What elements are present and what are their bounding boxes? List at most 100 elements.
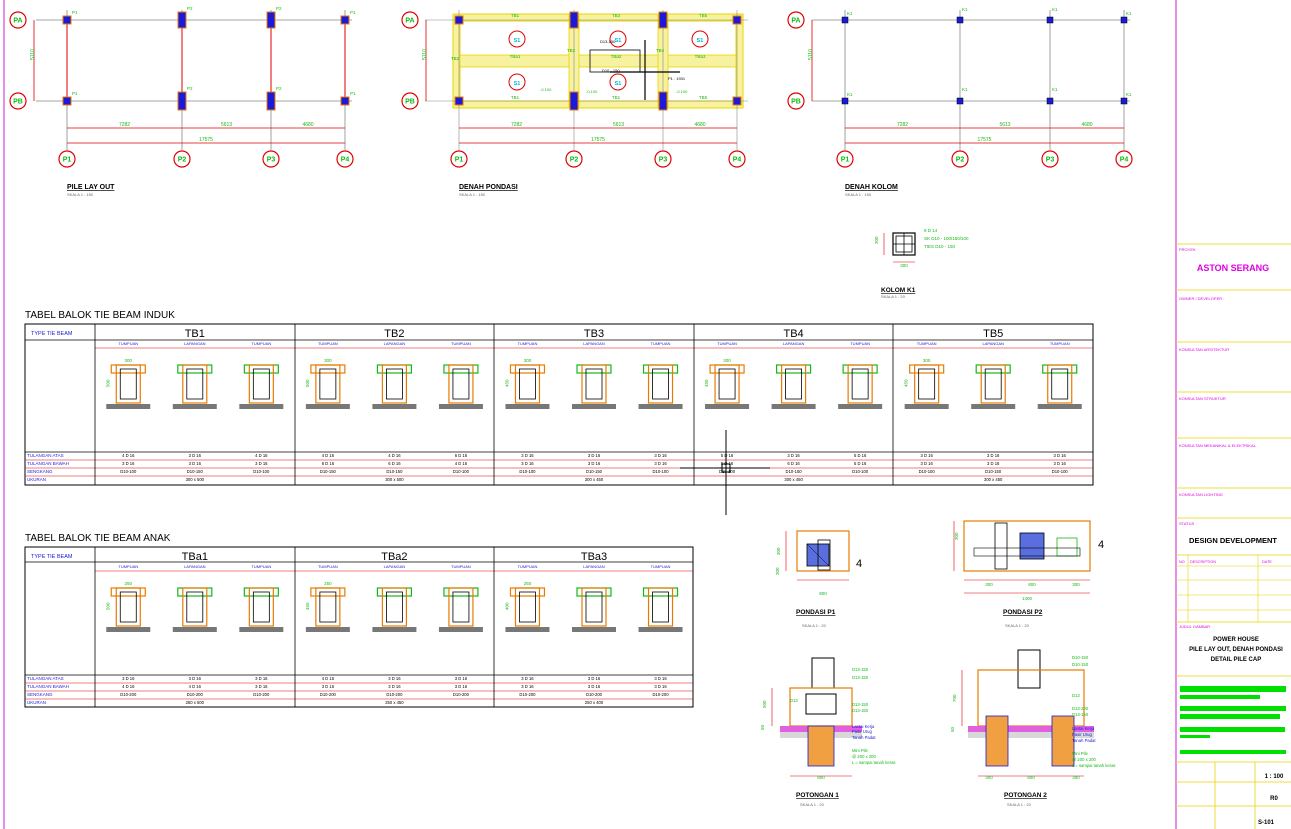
bawah-value: 6 D 16 xyxy=(322,461,335,466)
bawah-value: 3 D 16 xyxy=(654,461,667,466)
beam-name: TBa3 xyxy=(581,551,607,563)
sengkang-value: D10-100 xyxy=(453,469,470,474)
tb-sheet: S-101 xyxy=(1258,820,1275,826)
beam-label: TB5 xyxy=(699,13,708,18)
sengkang-value: D10-200 xyxy=(652,692,669,697)
beam-section xyxy=(182,364,208,404)
stirrup xyxy=(652,368,669,400)
beam-label: TB5 xyxy=(699,95,708,100)
beam-section xyxy=(315,364,341,404)
sengkang-value: D10-150 xyxy=(586,469,603,474)
ground-hatch xyxy=(305,404,350,409)
kolom-dim: 300 xyxy=(900,263,908,268)
bawah-value: 3 D 16 xyxy=(122,461,135,466)
tb-label: KONSULTAN MEKANIKAL & ELEKTRIKAL xyxy=(1179,443,1257,448)
section-dim-top: 250 xyxy=(324,581,332,586)
potongan-note: Lantai Kerja xyxy=(1072,726,1095,731)
subcol-label: TUMPUAN xyxy=(118,341,138,346)
subcol-label: TUMPUAN xyxy=(651,341,671,346)
atas-value: 3 D 16 xyxy=(122,676,135,681)
sengkang-value: D10-100 xyxy=(919,469,936,474)
potongan-title: POTONGAN 1 xyxy=(796,792,839,799)
ground-hatch xyxy=(372,627,417,632)
tb-judul: POWER HOUSE xyxy=(1213,637,1259,643)
dim-col: 5613 xyxy=(613,122,624,128)
ground-hatch xyxy=(904,404,949,409)
beam-label: TBa3 xyxy=(695,54,706,59)
table-title: TABEL BALOK TIE BEAM INDUK xyxy=(25,310,175,321)
ukuran-value: 300 x 450 xyxy=(585,477,604,482)
stirrup xyxy=(519,368,536,400)
atas-value: 3 D 16 xyxy=(787,453,800,458)
potongan-note: Pasir Urug xyxy=(1072,732,1092,737)
stirrup xyxy=(652,591,669,623)
title-block xyxy=(1176,243,1291,829)
beam-section xyxy=(248,364,274,404)
sengkang-value: D10-150 xyxy=(786,469,803,474)
kolom-scale: SKALA 1 : 20 xyxy=(881,294,906,299)
bawah-value: 3 D 16 xyxy=(455,684,468,689)
beam-name: TBa1 xyxy=(182,551,208,563)
subcol-label: TUMPUAN xyxy=(850,341,870,346)
sengkang-value: D10-100 xyxy=(519,469,536,474)
ground-hatch xyxy=(705,404,750,409)
type-label: TYPE TIE BEAM xyxy=(31,331,73,337)
bawah-value: 3 D 16 xyxy=(521,684,534,689)
subcol-label: LAPANGAN xyxy=(184,341,206,346)
subcol-label: LAPANGAN xyxy=(583,341,605,346)
grid-row-bubble xyxy=(787,11,805,29)
section-dim-side: 400 xyxy=(504,602,509,610)
atas-value: 5 D 16 xyxy=(854,453,867,458)
beam-section xyxy=(1047,364,1073,404)
bawah-value: 3 D 16 xyxy=(987,461,1000,466)
beam-section xyxy=(514,587,541,627)
bawah-value: 4 D 16 xyxy=(455,461,468,466)
ground-hatch xyxy=(438,627,483,632)
ground-hatch xyxy=(172,404,217,409)
potongan-note: L = sampai tanah keras xyxy=(1072,763,1116,768)
pondasi-scale: SKALA 1 : 20 xyxy=(1005,623,1030,628)
denah-kolom-plan xyxy=(811,10,1130,150)
s-label: S1 xyxy=(514,81,521,87)
atas-value: 4 D 16 xyxy=(322,453,335,458)
subcol-label: LAPANGAN xyxy=(184,564,206,569)
beam-section xyxy=(780,364,807,404)
potongan-note: Tanah Padat xyxy=(1072,738,1096,743)
dim-col: 5613 xyxy=(999,122,1010,128)
grid-row-bubble xyxy=(787,92,805,110)
beam-section xyxy=(714,364,740,404)
section-dim-top: 250 xyxy=(524,581,532,586)
grid-col-bubble xyxy=(1041,150,1059,168)
s-label: S1 xyxy=(697,38,704,44)
tb-judul: DETAIL PILE CAP xyxy=(1211,657,1261,663)
kolom-title: KOLOM K1 xyxy=(881,287,916,294)
section-dim-side: 500 xyxy=(305,379,310,387)
row-label: SENGKANG xyxy=(27,692,53,697)
atas-value: 4 D 16 xyxy=(255,453,268,458)
atas-value: 5 D 16 xyxy=(721,453,734,458)
subcol-label: TUMPUAN xyxy=(451,341,471,346)
atas-value: 3 D 16 xyxy=(654,453,667,458)
stirrup xyxy=(319,591,337,623)
stirrup xyxy=(385,591,403,623)
pondasi-dim: 800 xyxy=(819,591,827,596)
ground-hatch xyxy=(838,404,883,409)
beam-label: TB2 xyxy=(451,56,460,61)
grid-col-bubble xyxy=(565,150,583,168)
potongan-scale: SKALA 1 : 20 xyxy=(800,802,825,807)
grid-row-bubble-label: PB xyxy=(405,99,415,106)
dim-total: 17575 xyxy=(199,137,213,143)
grid-col-bubble-label: P4 xyxy=(341,157,350,164)
dim-col: 7282 xyxy=(897,122,908,128)
ukuran-value: 300 x 500 xyxy=(186,477,205,482)
pile-label: P1 xyxy=(350,10,356,15)
potongan-1-section xyxy=(771,657,862,777)
kolom-note: 8 D 14 xyxy=(924,228,938,233)
sengkang-value: D10-200 xyxy=(253,692,270,697)
stirrup xyxy=(452,368,470,400)
atas-value: 4 D 16 xyxy=(322,676,335,681)
subcol-label: TUMPUAN xyxy=(251,341,271,346)
subcol-label: TUMPUAN xyxy=(518,564,538,569)
section-dim-side: 450 xyxy=(305,602,310,610)
section-dim-side: 500 xyxy=(105,602,110,610)
